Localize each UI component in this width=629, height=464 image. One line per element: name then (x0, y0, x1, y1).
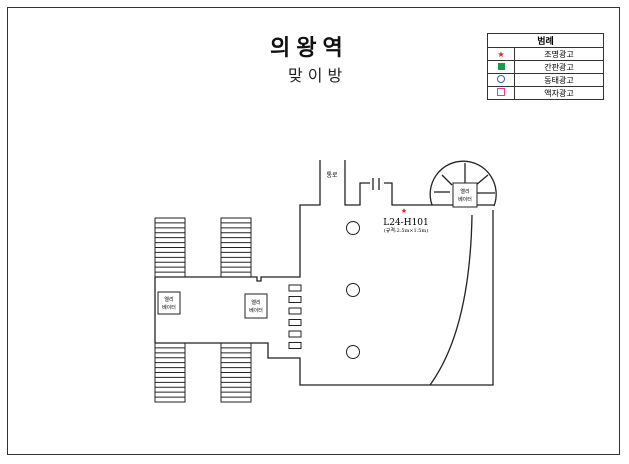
ticket-gates (288, 284, 302, 349)
elevator-label: 베이터 (458, 196, 472, 203)
pillar (346, 345, 360, 359)
ticket-gate (288, 342, 302, 349)
elevators (157, 182, 478, 319)
pillar (346, 283, 360, 297)
staircase (220, 342, 252, 403)
ad-code[interactable]: L24-H101 (383, 218, 429, 228)
pillars (346, 221, 360, 359)
legend: 범례 ★조명광고 간판광고 동태광고 액자광고 (487, 33, 604, 100)
staircase (154, 217, 186, 278)
ticket-gate (288, 319, 302, 326)
elevator-label: 엘리 (164, 296, 173, 303)
elevator-box (244, 293, 268, 319)
station-title: 의왕역 (270, 35, 349, 61)
area-subtitle: 맞이방 (288, 66, 348, 85)
ticket-gate (288, 330, 302, 338)
page-frame (7, 7, 620, 455)
elevator-label: 베이터 (249, 307, 263, 314)
star-icon[interactable]: ★ (401, 207, 407, 215)
elevator-label: 베이터 (162, 304, 176, 311)
pillar (346, 221, 360, 235)
staircase (220, 217, 252, 278)
elevator-label: 엘리 (460, 188, 469, 195)
stairs (154, 217, 252, 403)
elevator-box (157, 291, 181, 315)
ad-spec: (규격:2.5m×1.5m) (384, 227, 428, 234)
ticket-gate (288, 284, 302, 292)
elevator-box (452, 182, 478, 208)
ticket-gate (288, 296, 302, 303)
elevator-label: 엘리 (251, 299, 260, 306)
legend-label: 액자광고 (514, 86, 604, 100)
staircase (154, 342, 186, 403)
ticket-gate (288, 307, 302, 315)
passage-label: 통로 (326, 172, 338, 179)
walls (154, 160, 497, 386)
